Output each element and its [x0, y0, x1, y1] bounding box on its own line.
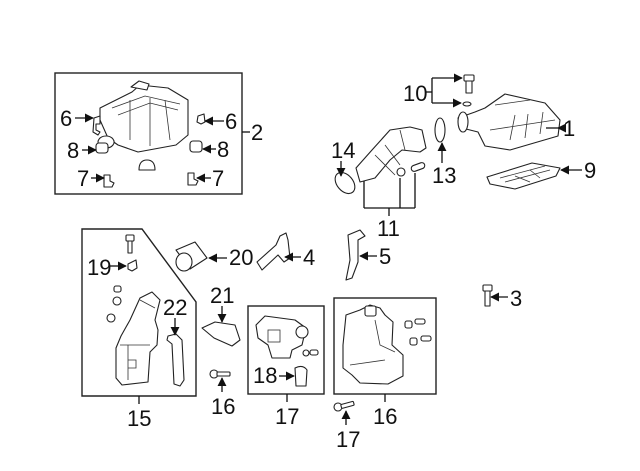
bolt-16b-part[interactable] [333, 400, 355, 412]
nut-part-2[interactable] [106, 313, 116, 323]
callout-12[interactable]: 13 [432, 163, 456, 188]
group-air-duct: 17 18 [247, 305, 325, 429]
group-box-19 [247, 305, 325, 395]
callout-8a[interactable]: 8 [67, 138, 79, 163]
callout-19[interactable]: 17 [275, 404, 299, 429]
clip-11-part[interactable] [396, 167, 406, 177]
mount-8b-part[interactable] [189, 140, 203, 153]
callout-20[interactable]: 21 [210, 283, 234, 308]
grommet-21-part[interactable] [294, 365, 308, 387]
grommet-part[interactable] [113, 285, 122, 293]
callout-9[interactable]: 9 [584, 158, 596, 183]
clamp-13-part[interactable] [331, 169, 359, 198]
nuts-15-part[interactable] [404, 318, 432, 346]
bolt-16a-part[interactable] [209, 369, 231, 379]
resonator-body-part[interactable] [115, 291, 161, 386]
leader-line-11 [363, 173, 416, 216]
group-resonator-chamber: 16 17 17 [333, 297, 437, 452]
group-box-2 [54, 72, 243, 195]
group-box-14 [81, 228, 197, 397]
inlet-duct-20-part[interactable] [201, 321, 241, 347]
air-cleaner-case-part[interactable] [97, 80, 189, 153]
bracket-5-part[interactable] [345, 229, 366, 281]
mount-8a-part[interactable] [95, 142, 109, 154]
callout-7a[interactable]: 7 [77, 166, 89, 191]
seal-12-part[interactable] [434, 117, 446, 143]
clip-6a-part[interactable] [92, 115, 101, 136]
group-air-cleaner-cover: 1 9 10 13 [403, 73, 596, 190]
callout-5[interactable]: 5 [379, 244, 391, 269]
grommet-7b-part[interactable] [187, 172, 199, 186]
group-inlet-duct: 21 16 [201, 283, 241, 419]
callout-2[interactable]: 2 [251, 120, 263, 145]
callout-15[interactable]: 16 [373, 404, 397, 429]
callout-17[interactable]: 19 [87, 255, 111, 280]
callout-7b[interactable]: 7 [212, 166, 224, 191]
callout-10[interactable]: 10 [403, 81, 427, 106]
bolt-10-part[interactable] [462, 74, 475, 107]
clip-6b-part[interactable] [196, 113, 206, 125]
callout-13[interactable]: 14 [331, 138, 355, 163]
group-resonator: 14 15 19 22 [81, 228, 197, 431]
nut-19-part[interactable] [302, 349, 319, 357]
callout-4[interactable]: 4 [303, 245, 315, 270]
callout-1[interactable]: 1 [563, 116, 575, 141]
sensor-11-part[interactable] [410, 162, 426, 172]
air-cleaner-cover-part[interactable] [457, 93, 561, 151]
callout-14-label[interactable]: 15 [127, 406, 151, 431]
clip-17-part[interactable] [127, 259, 138, 272]
group-air-cleaner-case: 6 6 8 8 7 7 2 [54, 72, 263, 195]
callout-21[interactable]: 18 [253, 363, 277, 388]
callout-22[interactable]: 22 [163, 295, 187, 320]
callout-8b[interactable]: 8 [217, 137, 229, 162]
callout-11[interactable]: 11 [377, 216, 400, 241]
bracket-4-part[interactable] [256, 232, 291, 271]
cap-part[interactable] [138, 159, 156, 171]
callout-16b-label[interactable]: 17 [336, 427, 360, 452]
filter-element-part[interactable] [486, 162, 561, 190]
nut-part[interactable] [112, 296, 122, 306]
bolt-14-part[interactable] [125, 234, 135, 254]
group-hose-brackets: 20 4 5 [175, 229, 391, 281]
callout-16a[interactable]: 16 [211, 394, 235, 419]
callout-18[interactable]: 20 [229, 245, 253, 270]
callout-6b[interactable]: 6 [225, 109, 237, 134]
air-duct-19-part[interactable] [255, 315, 309, 359]
hose-22-part[interactable] [166, 333, 185, 387]
hose-18-part[interactable] [175, 241, 208, 272]
bolt-3-part[interactable] [482, 284, 493, 307]
callout-6a[interactable]: 6 [60, 106, 72, 131]
intake-tube-part[interactable] [331, 126, 427, 198]
resonator-chamber-part[interactable] [342, 304, 404, 385]
group-bolt-3: 3 [482, 284, 522, 311]
grommet-7a-part[interactable] [103, 174, 115, 188]
callout-3[interactable]: 3 [510, 286, 522, 311]
group-intake-tube: 14 11 [331, 126, 427, 241]
